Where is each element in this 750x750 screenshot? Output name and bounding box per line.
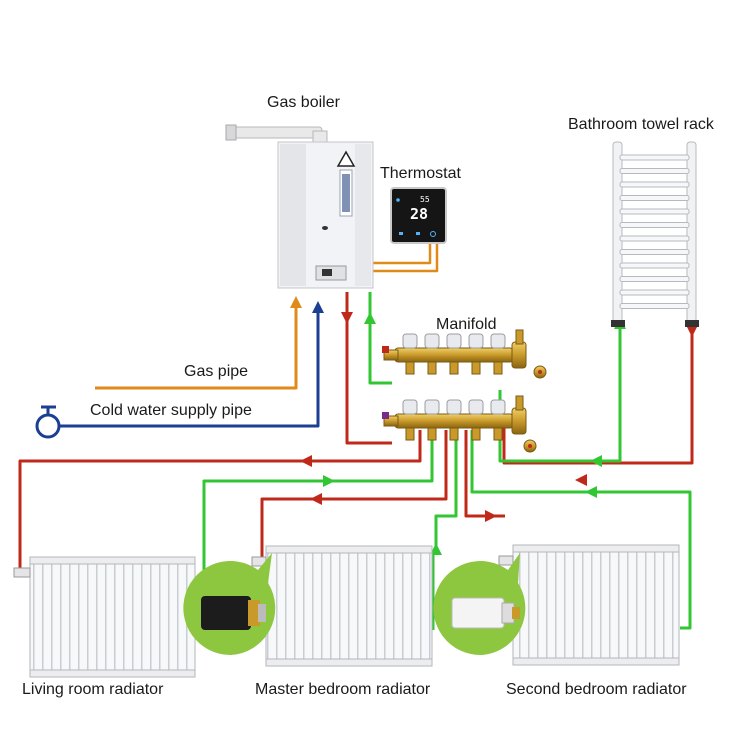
arrow-towel-flow xyxy=(575,474,587,486)
towel-rack-bar xyxy=(619,208,690,215)
second-bedroom-radiator xyxy=(498,544,680,666)
towel-rack-bar xyxy=(619,235,690,242)
manifold-valve-head xyxy=(424,399,440,415)
thermostat-set-temp: 55 xyxy=(420,195,430,204)
towel-rack-bar xyxy=(619,262,690,269)
manifold-outlet xyxy=(449,427,459,441)
towel-rack-bar xyxy=(619,154,690,161)
manifold-valve-head xyxy=(446,333,462,349)
manifold xyxy=(382,329,547,453)
manifold-outlet xyxy=(427,361,437,375)
arrow-flow-down xyxy=(341,312,353,324)
thermostat-wire xyxy=(372,242,432,265)
manifold-valve-head xyxy=(402,333,418,349)
manifold-outlet xyxy=(493,427,503,441)
gas-boiler xyxy=(225,124,374,289)
towel-rack-bar xyxy=(619,181,690,188)
thermostat-device xyxy=(390,187,447,244)
arrow-second-flow xyxy=(485,510,497,522)
cold-water-pipe-line xyxy=(40,305,320,428)
towel-rack-bar xyxy=(619,289,690,296)
bathroom-towel-rack-label: Bathroom towel rack xyxy=(568,116,714,133)
gas-boiler-label: Gas boiler xyxy=(267,94,340,111)
thermostat-wire xyxy=(372,242,439,273)
towel-rack-bar xyxy=(619,303,690,309)
manifold-outlet xyxy=(449,361,459,375)
return-manifold-bar xyxy=(394,347,514,363)
towel-rack-bar xyxy=(619,168,690,174)
manifold-valve-head xyxy=(446,399,462,415)
manifold-outlet xyxy=(427,427,437,441)
manifold-outlet xyxy=(493,361,503,375)
master-return-pipe xyxy=(434,430,458,553)
arrow-cold-up xyxy=(312,301,324,313)
manifold-valve-head xyxy=(402,399,418,415)
gas-pipe-line xyxy=(95,300,298,390)
manifold-valve-head xyxy=(424,333,440,349)
manifold-valve-head xyxy=(490,399,506,415)
towel-rack-bar xyxy=(619,249,690,255)
living-room-radiator xyxy=(13,556,196,678)
thermostat-room-temp: 28 xyxy=(410,205,429,223)
cold-water-valve-icon xyxy=(35,405,61,439)
towel-rack-bar xyxy=(619,276,690,282)
boiler-return-pipe xyxy=(368,292,392,385)
manifold-valve-head xyxy=(468,333,484,349)
smart-valve-head-black xyxy=(183,553,276,655)
arrow-return-up xyxy=(364,312,376,324)
manifold-outlet xyxy=(405,361,415,375)
boiler-flow-pipe xyxy=(345,292,392,445)
arrow-living-flow xyxy=(300,455,312,467)
living-flow-pipe xyxy=(18,430,422,572)
thermostat-label: Thermostat xyxy=(380,165,461,182)
arrow-master-return-up xyxy=(430,543,442,555)
manifold-outlet xyxy=(471,427,481,441)
towel-rack-bar xyxy=(619,195,690,201)
flow-manifold-bar xyxy=(394,413,514,429)
master-bedroom-radiator xyxy=(251,545,433,667)
second-return-pipe xyxy=(470,430,692,630)
cold-water-supply-pipe-label: Cold water supply pipe xyxy=(90,402,252,419)
arrow-second-return xyxy=(585,486,597,498)
arrow-master-flow xyxy=(310,493,322,505)
master-flow-pipe xyxy=(260,430,448,558)
living-room-radiator-label: Living room radiator xyxy=(22,681,164,698)
arrow-living-return xyxy=(323,475,335,487)
arrow-towel-down xyxy=(686,325,698,337)
gas-pipe-label: Gas pipe xyxy=(184,363,249,380)
manifold-valve-head xyxy=(490,333,506,349)
second-bedroom-radiator-label: Second bedroom radiator xyxy=(506,681,687,698)
arrow-towel-return xyxy=(590,455,602,467)
arrow-gas-up xyxy=(290,296,302,308)
manifold-label: Manifold xyxy=(436,316,497,333)
bathroom-towel-rack xyxy=(611,141,699,327)
boiler-flue xyxy=(231,126,323,139)
manifold-outlet xyxy=(471,361,481,375)
smart-valve-head-white xyxy=(433,553,526,656)
manifold-valve-head xyxy=(468,399,484,415)
warning-icon xyxy=(336,150,356,167)
living-return-pipe xyxy=(202,425,434,640)
flow-arrows xyxy=(290,296,698,555)
towel-rack-bar xyxy=(619,222,690,228)
master-bedroom-radiator-label: Master bedroom radiator xyxy=(255,681,431,698)
manifold-outlet xyxy=(405,427,415,441)
